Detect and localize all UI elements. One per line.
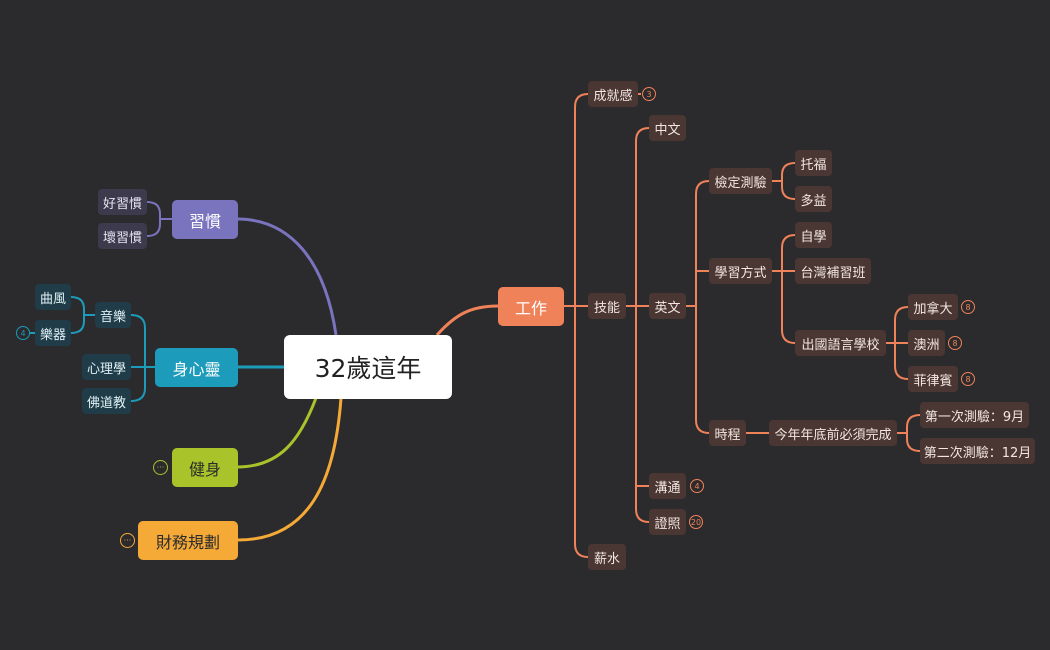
skills-english[interactable]: 英文 [649,293,686,319]
root-topic[interactable]: 32歲這年 [284,335,452,399]
english-schedule[interactable]: 時程 [709,420,746,446]
schedule-first-test[interactable]: 第一次測驗：9月 [920,402,1029,428]
link-work-children [564,93,589,558]
skills-chinese[interactable]: 中文 [649,115,686,141]
main-topic-fitness[interactable]: 健身 [172,448,238,487]
communication-count-badge[interactable]: 4 [690,479,704,493]
instrument-count-badge[interactable]: 4 [16,326,30,340]
schedule-second-test[interactable]: 第二次測驗：12月 [920,438,1035,464]
mind-religion[interactable]: 佛道教 [82,388,131,414]
work-skills[interactable]: 技能 [588,293,626,319]
link-abroad-children [886,306,909,380]
abroad-australia[interactable]: 澳洲 [908,330,945,356]
habit-good[interactable]: 好習慣 [98,189,147,215]
schedule-deadline[interactable]: 今年年底前必須完成 [769,420,897,446]
test-toeic[interactable]: 多益 [795,186,832,212]
link-method-children [772,234,796,344]
mind-music[interactable]: 音樂 [95,302,131,328]
fitness-collapsed-badge[interactable]: ··· [153,460,168,475]
method-cram-school[interactable]: 台灣補習班 [795,258,871,284]
link-test-children [772,162,796,200]
music-style[interactable]: 曲風 [35,284,71,310]
skills-communication[interactable]: 溝通 [649,473,686,499]
link-root-finance [237,397,343,542]
main-topic-habit[interactable]: 習慣 [172,200,238,239]
work-salary[interactable]: 薪水 [588,544,626,570]
link-english-children [686,180,710,434]
main-topic-finance[interactable]: 財務規劃 [138,521,238,560]
main-topic-work[interactable]: 工作 [498,287,564,326]
abroad-canada[interactable]: 加拿大 [908,294,958,320]
work-achievement[interactable]: 成就感 [588,81,638,107]
achievement-count-badge[interactable]: 3 [642,87,656,101]
link-skills-children [626,127,650,523]
link-root-fitness [236,397,318,469]
english-method[interactable]: 學習方式 [709,258,772,284]
main-topic-mind[interactable]: 身心靈 [155,348,238,387]
skills-license[interactable]: 證照 [649,509,686,535]
music-instrument[interactable]: 樂器 [35,320,71,346]
test-toefl[interactable]: 托福 [795,150,832,176]
link-root-work [435,304,499,337]
link-mind-children [130,314,155,402]
english-test[interactable]: 檢定測驗 [709,168,772,194]
finance-collapsed-badge[interactable]: ··· [120,533,135,548]
link-root-habit [236,217,338,336]
method-abroad[interactable]: 出國語言學校 [795,330,886,356]
license-count-badge[interactable]: 20 [689,515,703,529]
abroad-philippines[interactable]: 菲律賓 [908,366,958,392]
link-habit-children [146,201,172,237]
philippines-count-badge[interactable]: 8 [961,372,975,386]
habit-bad[interactable]: 壞習慣 [98,223,147,249]
mind-psychology[interactable]: 心理學 [82,354,131,380]
canada-count-badge[interactable]: 8 [961,300,975,314]
link-schedule-children [746,414,921,452]
link-music-children [70,296,95,334]
australia-count-badge[interactable]: 8 [948,336,962,350]
method-self-study[interactable]: 自學 [795,222,832,248]
